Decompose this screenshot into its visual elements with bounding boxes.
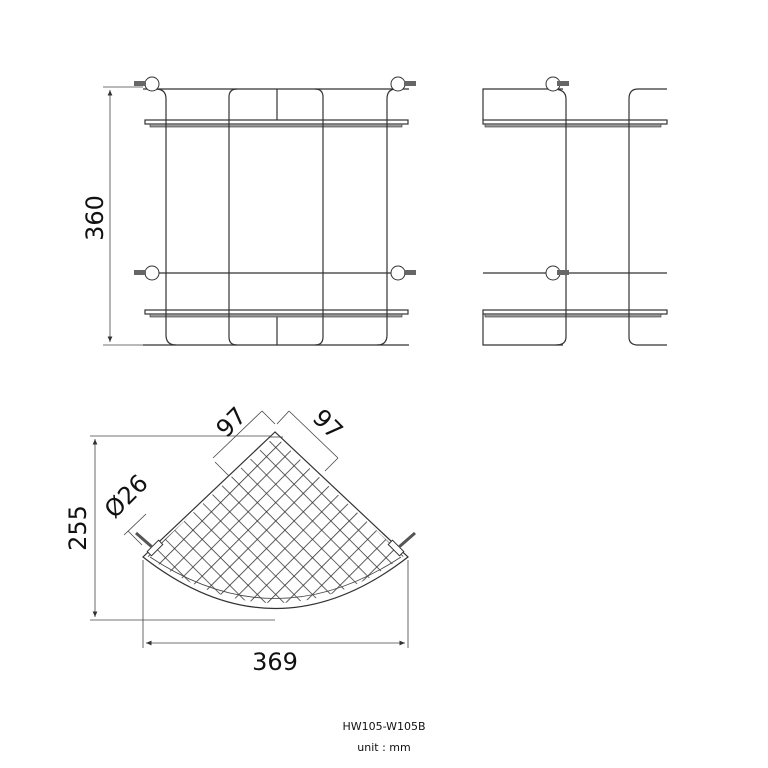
left-side-dimension: 97 — [211, 402, 252, 443]
screw-icon — [390, 76, 416, 92]
screw-icon — [134, 265, 160, 281]
screw-icon — [390, 265, 416, 281]
model-number: HW105-W105B — [342, 720, 425, 733]
width-dimension: 369 — [252, 648, 298, 676]
bracket-icon — [387, 531, 416, 557]
height-dimension: 360 — [81, 195, 109, 241]
screw-icon — [134, 76, 160, 92]
unit-label: unit : mm — [357, 741, 410, 754]
depth-dimension: 255 — [64, 505, 92, 551]
side-view — [482, 76, 668, 346]
top-view: 255 369 97 97 Ø26 — [64, 402, 416, 676]
screw-icon — [545, 265, 569, 281]
bracket-icon — [135, 531, 164, 557]
screw-icon — [545, 76, 569, 92]
right-side-dimension: 97 — [307, 404, 348, 445]
bracket-diameter-dimension: Ø26 — [99, 469, 154, 524]
front-view: 360 — [81, 76, 416, 346]
